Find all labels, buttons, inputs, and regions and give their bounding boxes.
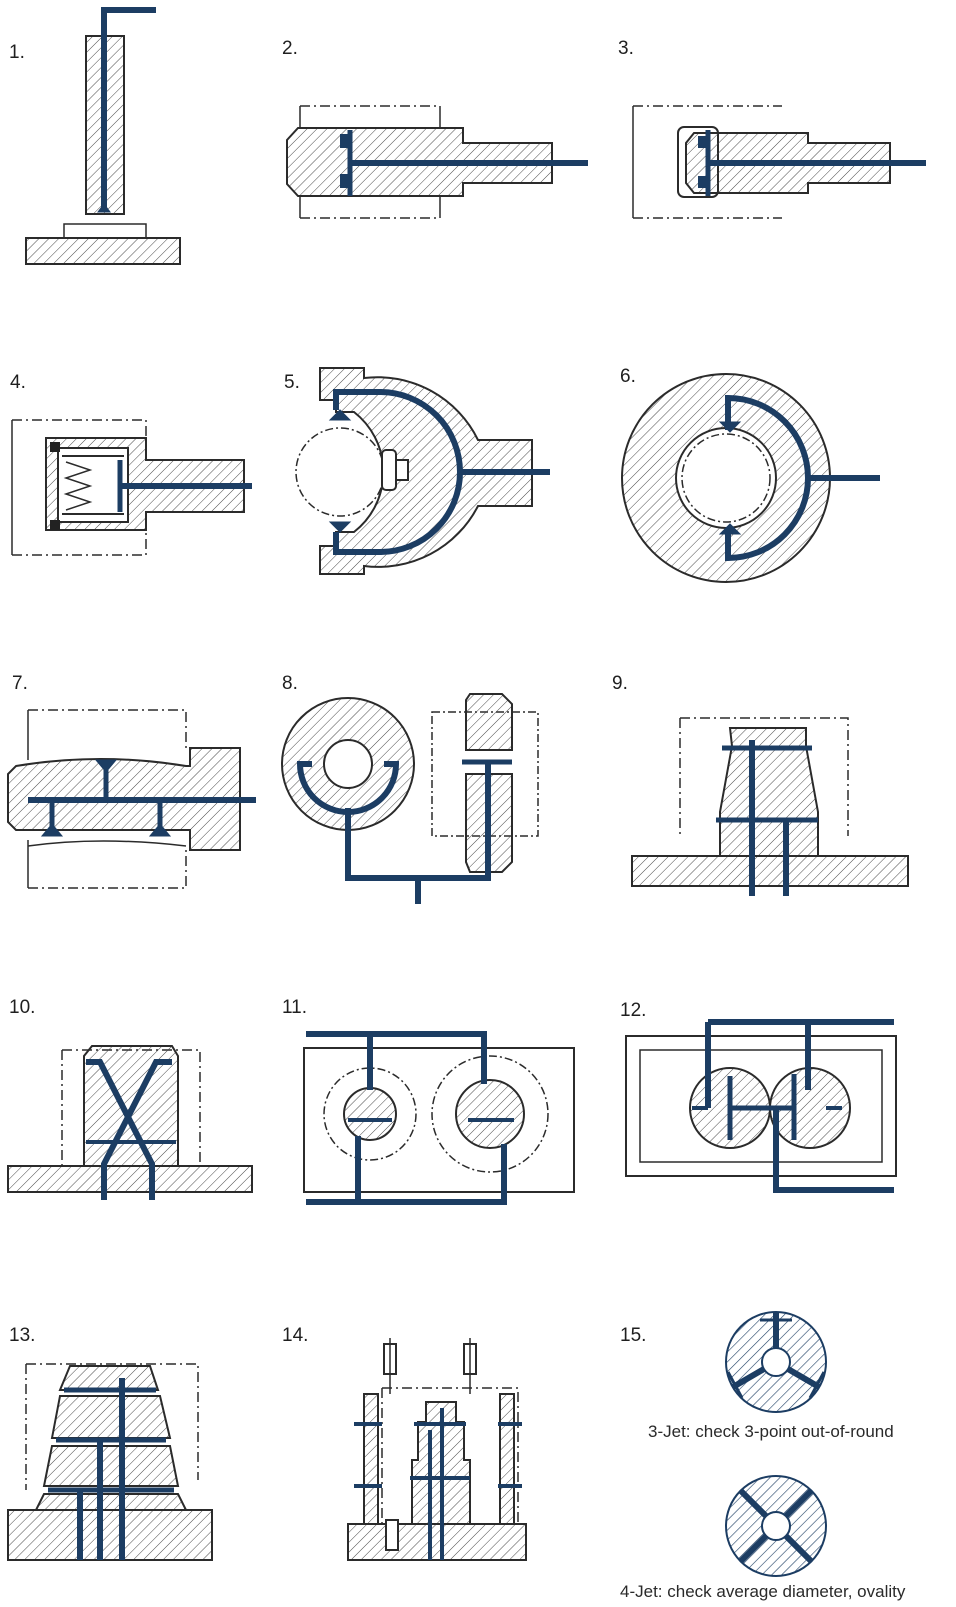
panel-7-drawing xyxy=(7,709,256,889)
panel-6-drawing xyxy=(621,373,880,583)
panel-label-14: 14. xyxy=(282,1325,309,1346)
panel-12-drawing xyxy=(625,1019,897,1193)
caption-three-jet: 3-Jet: check 3-point out-of-round xyxy=(648,1422,894,1441)
panel-4-drawing xyxy=(11,419,252,556)
panel-10-drawing xyxy=(7,1045,253,1200)
panel-label-15: 15. xyxy=(620,1325,647,1346)
panel-label-13: 13. xyxy=(9,1325,36,1346)
panel-label-6: 6. xyxy=(620,366,636,387)
panel-1-drawing xyxy=(25,7,181,265)
panel-label-5: 5. xyxy=(284,372,300,393)
panel-13-drawing xyxy=(7,1363,213,1561)
panel-2-drawing xyxy=(286,105,588,219)
panel-label-4: 4. xyxy=(10,372,26,393)
panel-9-drawing xyxy=(631,717,909,896)
panel-3-drawing xyxy=(632,105,926,219)
panel-label-11: 11. xyxy=(282,997,308,1018)
panel-label-3: 3. xyxy=(618,38,634,59)
panel-label-2: 2. xyxy=(282,38,298,59)
four-jet-disc xyxy=(725,1475,827,1577)
panel-label-8: 8. xyxy=(282,673,298,694)
panel-label-12: 12. xyxy=(620,1000,647,1021)
panel-14-drawing xyxy=(347,1338,527,1561)
caption-four-jet: 4-Jet: check average diameter, ovality xyxy=(620,1582,906,1601)
panel-5-drawing xyxy=(295,367,550,575)
panel-8-drawing xyxy=(281,693,539,904)
panel-label-7: 7. xyxy=(12,673,28,694)
panel-11-drawing xyxy=(303,1031,575,1205)
panel-15-drawing xyxy=(725,1311,827,1577)
panel-label-1: 1. xyxy=(9,42,25,63)
panel-label-10: 10. xyxy=(9,997,36,1018)
three-jet-disc xyxy=(725,1311,827,1413)
panel-label-9: 9. xyxy=(612,673,628,694)
